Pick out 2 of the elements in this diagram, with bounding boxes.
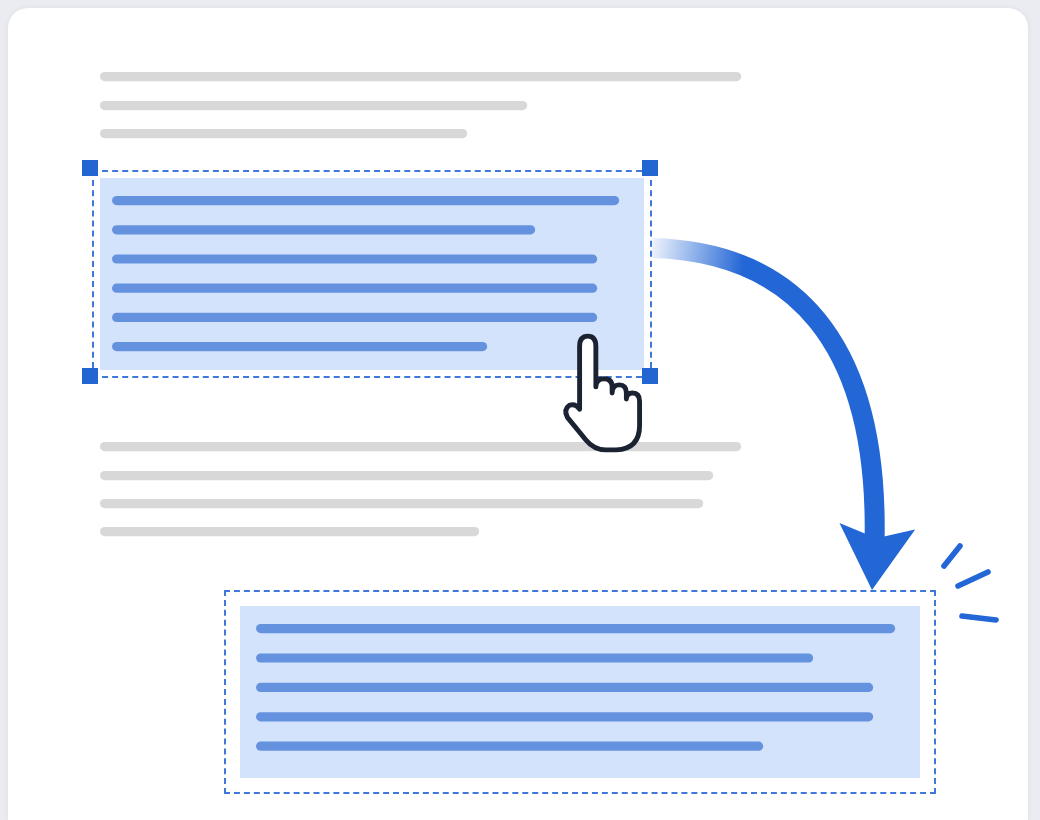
- curved-arrow: [651, 238, 913, 591]
- dropped-text-block: [224, 590, 936, 794]
